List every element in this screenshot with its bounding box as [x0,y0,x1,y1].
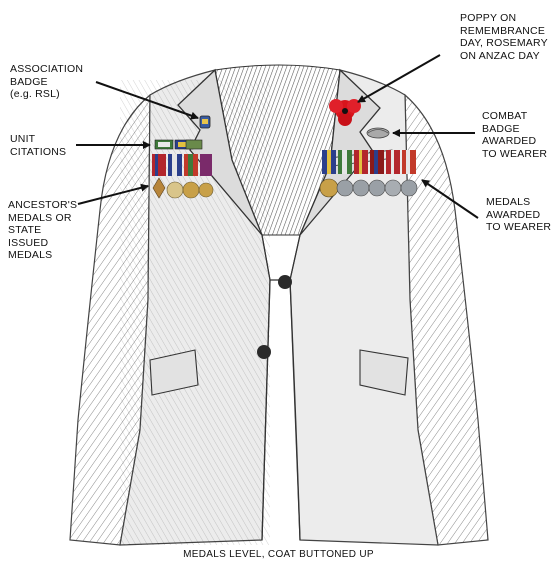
label-ancestors-medals: ANCESTOR'S MEDALS OR STATE ISSUED MEDALS [8,199,77,262]
unit-citations [155,140,202,149]
label-unit-citations: UNIT CITATIONS [10,133,66,158]
combat-badge [367,128,389,138]
label-combat-badge: COMBAT BADGE AWARDED TO WEARER [482,110,547,160]
label-association-badge: ASSOCIATION BADGE (e.g. RSL) [10,63,83,101]
label-poppy: POPPY ON REMEMBRANCE DAY, ROSEMARY ON AN… [460,12,548,62]
association-badge [200,116,210,128]
label-medals-awarded: MEDALS AWARDED TO WEARER [486,196,551,234]
button-bottom [257,345,271,359]
button-top [278,275,292,289]
caption: MEDALS LEVEL, COAT BUTTONED UP [0,549,557,560]
jacket [70,65,488,545]
